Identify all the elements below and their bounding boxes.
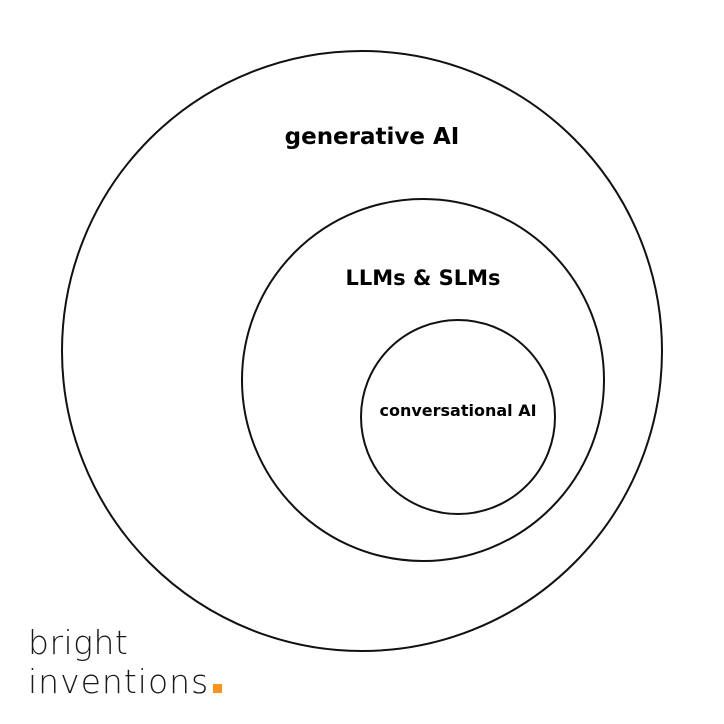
- logo-line2: inventions: [28, 662, 210, 701]
- generative-ai-label: generative AI: [284, 124, 460, 150]
- bright-inventions-logo: bright inventions: [28, 623, 223, 701]
- llms-slms-circle: [241, 198, 605, 562]
- logo-line1: bright: [28, 623, 129, 662]
- llms-slms-label: LLMs & SLMs: [345, 266, 501, 290]
- conversational-ai-label: conversational AI: [379, 401, 537, 420]
- conversational-ai-circle: [360, 319, 556, 515]
- generative-ai-circle: [61, 50, 663, 652]
- logo-line2-wrap: inventions: [28, 662, 223, 701]
- logo-dot-icon: [213, 684, 223, 693]
